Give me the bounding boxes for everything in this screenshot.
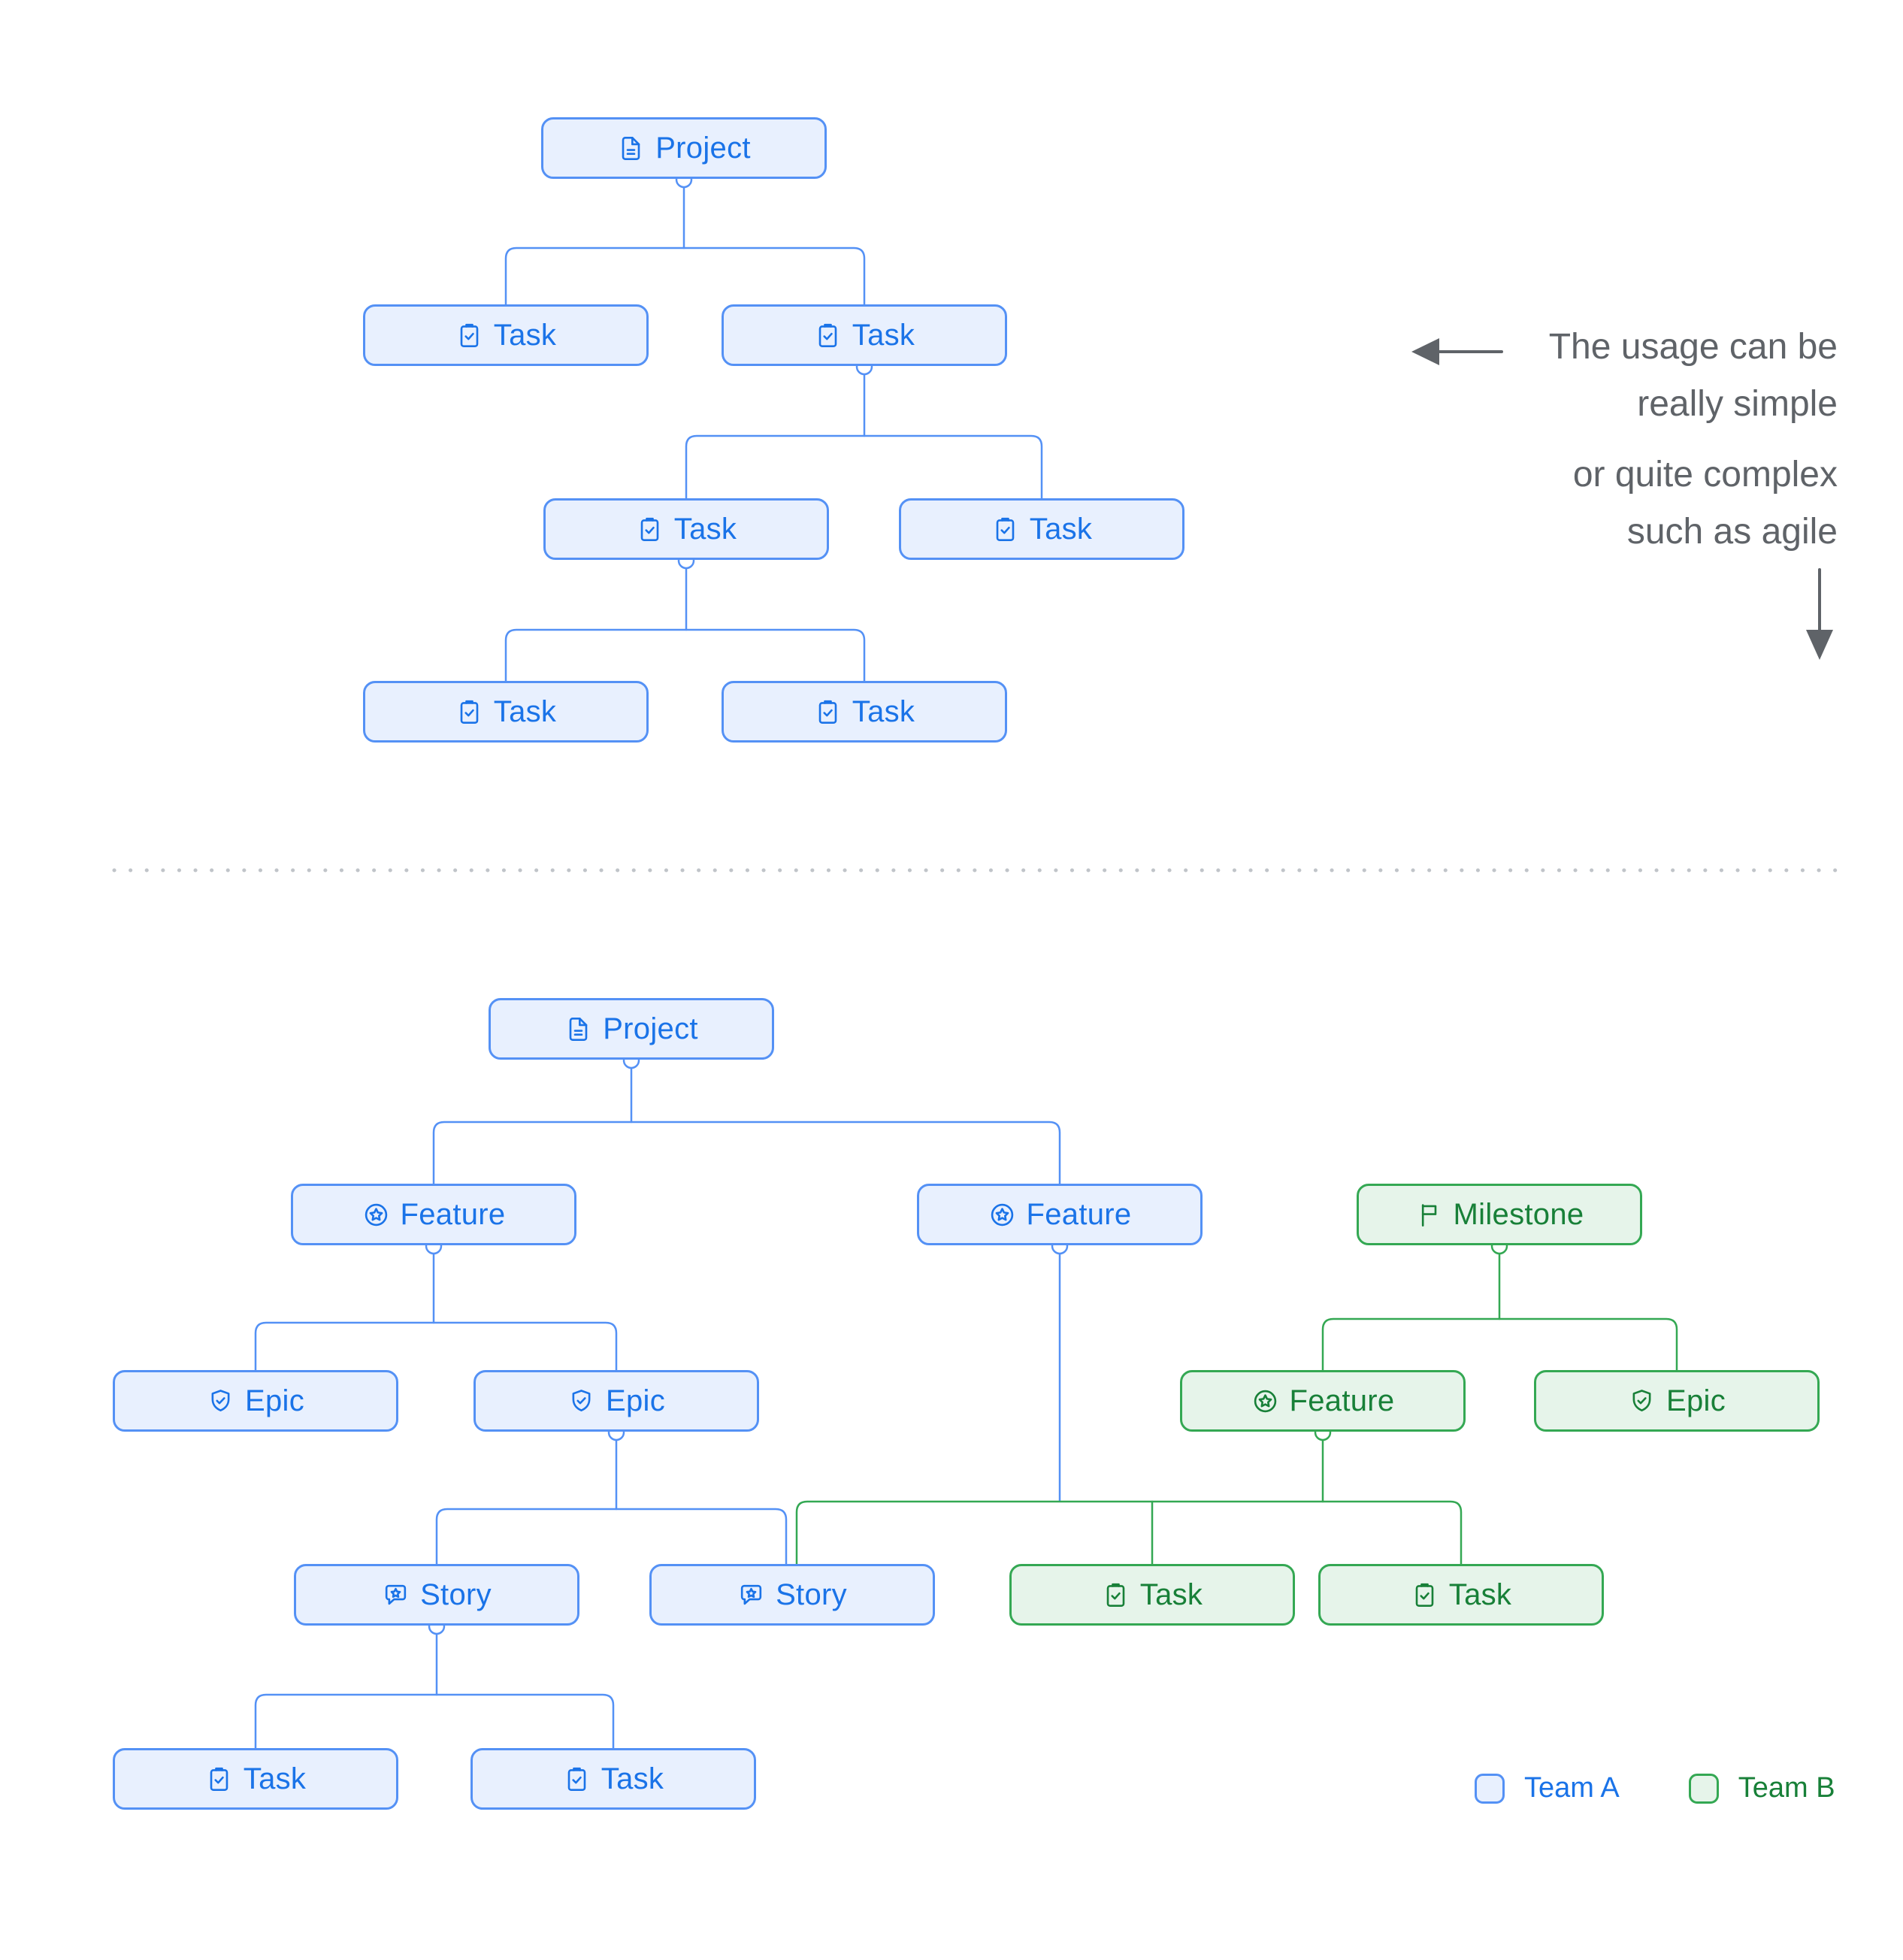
- node-label: Task: [243, 1762, 307, 1795]
- task-icon: [814, 322, 842, 349]
- node-label: Story: [420, 1577, 492, 1611]
- task-icon: [1411, 1581, 1439, 1609]
- node-label: Task: [493, 318, 557, 352]
- node-story-2[interactable]: Story: [649, 1564, 935, 1626]
- feature-icon: [988, 1201, 1016, 1229]
- node-task-4[interactable]: Task: [899, 498, 1184, 560]
- edge-green-bus: [795, 1500, 1463, 1565]
- node-project-simple[interactable]: Project: [541, 117, 827, 179]
- node-epic-green[interactable]: Epic: [1534, 1370, 1820, 1432]
- node-task-2[interactable]: Task: [722, 304, 1007, 366]
- node-label: Task: [852, 694, 915, 728]
- node-label: Epic: [605, 1384, 665, 1417]
- node-task-3[interactable]: Task: [543, 498, 829, 560]
- node-task-green-2[interactable]: Task: [1318, 1564, 1604, 1626]
- node-label: Task: [852, 318, 915, 352]
- node-feature-1[interactable]: Feature: [291, 1184, 576, 1245]
- team-b-swatch-icon: [1688, 1773, 1719, 1804]
- task-icon: [991, 516, 1019, 543]
- node-label: Task: [1448, 1577, 1512, 1611]
- node-task-5[interactable]: Task: [363, 681, 649, 743]
- feature-icon: [362, 1201, 390, 1229]
- node-story-1[interactable]: Story: [294, 1564, 579, 1626]
- story-icon: [382, 1581, 410, 1609]
- node-label: Task: [1139, 1577, 1203, 1611]
- node-label: Feature: [1026, 1197, 1132, 1231]
- legend: Team A Team B: [1475, 1772, 1835, 1804]
- node-label: Project: [603, 1012, 698, 1045]
- task-icon: [814, 698, 842, 726]
- node-feature-green[interactable]: Feature: [1180, 1370, 1466, 1432]
- task-icon: [205, 1765, 233, 1793]
- task-icon: [636, 516, 664, 543]
- legend-team-b-label: Team B: [1738, 1772, 1835, 1804]
- project-icon: [564, 1015, 592, 1043]
- legend-team-b: Team B: [1688, 1772, 1835, 1804]
- node-label: Task: [493, 694, 557, 728]
- epic-shield-icon: [207, 1387, 234, 1415]
- node-label: Feature: [400, 1197, 506, 1231]
- node-project-complex[interactable]: Project: [489, 998, 774, 1060]
- annotation-line-2: really simple: [1637, 384, 1838, 424]
- node-feature-2[interactable]: Feature: [917, 1184, 1203, 1245]
- node-milestone[interactable]: Milestone: [1357, 1184, 1642, 1245]
- project-icon: [617, 135, 645, 162]
- node-task-b1[interactable]: Task: [113, 1748, 398, 1810]
- annotation-line-3: or quite complex: [1572, 455, 1838, 495]
- node-label: Story: [776, 1577, 847, 1611]
- edge-s1-split: [254, 1693, 615, 1750]
- annotation-line-1: The usage can be: [1548, 327, 1838, 367]
- node-label: Project: [655, 131, 751, 165]
- task-icon: [455, 698, 483, 726]
- task-icon: [455, 322, 483, 349]
- edge-p1-split: [504, 247, 866, 306]
- edge-t3-split: [504, 628, 866, 682]
- task-icon: [563, 1765, 591, 1793]
- epic-shield-icon: [1628, 1387, 1656, 1415]
- node-epic-2[interactable]: Epic: [473, 1370, 759, 1432]
- task-icon: [1102, 1581, 1130, 1609]
- legend-team-a: Team A: [1475, 1772, 1620, 1804]
- down-arrow-head: [1806, 630, 1833, 660]
- legend-team-a-label: Team A: [1524, 1772, 1620, 1804]
- node-epic-1[interactable]: Epic: [113, 1370, 398, 1432]
- annotation-line-4: such as agile: [1626, 512, 1838, 552]
- node-task-1[interactable]: Task: [363, 304, 649, 366]
- edge-e2-split: [435, 1508, 788, 1565]
- edge-t2-split: [685, 434, 1043, 500]
- edge-f1-split: [254, 1321, 618, 1372]
- node-label: Task: [601, 1762, 664, 1795]
- node-task-green-1[interactable]: Task: [1009, 1564, 1295, 1626]
- node-label: Task: [673, 512, 737, 546]
- node-label: Task: [1029, 512, 1093, 546]
- edge-p2-split: [432, 1121, 1061, 1185]
- annotation-note: The usage can be really simple or quite …: [1357, 319, 1838, 561]
- story-icon: [737, 1581, 765, 1609]
- feature-icon: [1251, 1387, 1279, 1415]
- edge-m1-split: [1321, 1317, 1678, 1372]
- epic-shield-icon: [567, 1387, 595, 1415]
- node-label: Milestone: [1453, 1197, 1584, 1231]
- left-arrow-head: [1411, 338, 1439, 365]
- node-label: Epic: [1666, 1384, 1726, 1417]
- node-task-6[interactable]: Task: [722, 681, 1007, 743]
- team-a-swatch-icon: [1475, 1773, 1505, 1804]
- node-label: Epic: [244, 1384, 304, 1417]
- node-task-b2[interactable]: Task: [470, 1748, 756, 1810]
- node-label: Feature: [1289, 1384, 1395, 1417]
- milestone-flag-icon: [1415, 1201, 1443, 1229]
